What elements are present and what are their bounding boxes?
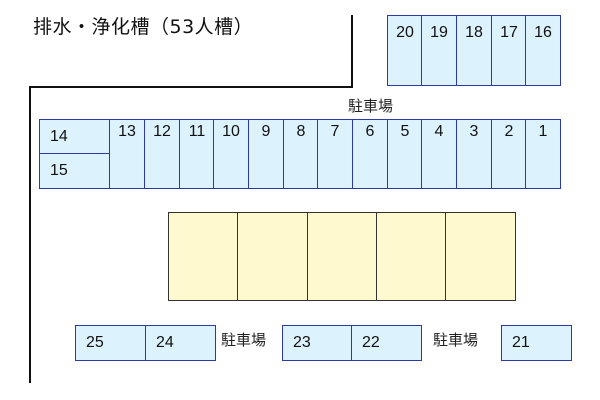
parking-space-22[interactable]: 22 xyxy=(351,325,422,361)
parking-space-13[interactable]: 13 xyxy=(109,119,145,189)
parking-space-11[interactable]: 11 xyxy=(179,119,215,189)
parking-space-3[interactable]: 3 xyxy=(456,119,492,189)
parking-space-16[interactable]: 16 xyxy=(525,15,561,86)
space-number: 10 xyxy=(222,123,240,140)
space-number: 20 xyxy=(396,24,414,41)
parking-space-6[interactable]: 6 xyxy=(352,119,388,189)
space-number: 9 xyxy=(261,123,271,140)
building-unit-4[interactable] xyxy=(376,212,447,301)
building-unit-5[interactable] xyxy=(445,212,516,301)
parking-space-7[interactable]: 7 xyxy=(317,119,353,189)
space-number: 13 xyxy=(118,123,136,140)
space-number: 24 xyxy=(156,334,174,351)
parking-space-2[interactable]: 2 xyxy=(491,119,527,189)
space-number: 17 xyxy=(500,24,518,41)
parking-space-10[interactable]: 10 xyxy=(213,119,249,189)
parking-space-8[interactable]: 8 xyxy=(283,119,319,189)
boundary-line-left-vertical xyxy=(29,86,31,383)
building-unit-3[interactable] xyxy=(307,212,378,301)
parking-space-25[interactable]: 25 xyxy=(75,325,147,361)
parking-space-18[interactable]: 18 xyxy=(456,15,492,86)
space-number: 3 xyxy=(469,123,479,140)
space-number: 25 xyxy=(86,334,104,351)
space-number: 12 xyxy=(153,123,171,140)
space-number: 21 xyxy=(512,334,530,351)
space-number: 23 xyxy=(293,334,311,351)
parking-label-bottom-right: 駐車場 xyxy=(433,331,479,349)
parking-space-17[interactable]: 17 xyxy=(491,15,527,86)
space-number: 16 xyxy=(534,24,552,41)
parking-label-bottom-left: 駐車場 xyxy=(221,331,267,349)
space-number: 18 xyxy=(465,24,483,41)
space-number: 8 xyxy=(296,123,306,140)
parking-label-top: 駐車場 xyxy=(348,97,394,115)
space-number: 1 xyxy=(538,123,548,140)
parking-space-4[interactable]: 4 xyxy=(421,119,457,189)
space-number: 2 xyxy=(504,123,514,140)
building-unit-1[interactable] xyxy=(168,212,239,301)
parking-space-14[interactable]: 14 xyxy=(39,119,111,155)
space-number: 11 xyxy=(188,123,206,140)
parking-space-12[interactable]: 12 xyxy=(144,119,180,189)
parking-space-15[interactable]: 15 xyxy=(39,153,111,189)
parking-space-9[interactable]: 9 xyxy=(248,119,284,189)
diagram-title: 排水・浄化槽（53人槽） xyxy=(33,16,254,38)
space-number: 19 xyxy=(430,24,448,41)
space-number: 5 xyxy=(400,123,410,140)
parking-space-5[interactable]: 5 xyxy=(387,119,423,189)
parking-space-1[interactable]: 1 xyxy=(525,119,561,189)
parking-space-21[interactable]: 21 xyxy=(501,325,572,361)
space-number: 4 xyxy=(434,123,444,140)
space-number: 7 xyxy=(330,123,340,140)
parking-space-24[interactable]: 24 xyxy=(145,325,216,361)
boundary-line-horizontal xyxy=(29,86,353,88)
parking-space-20[interactable]: 20 xyxy=(387,15,423,86)
boundary-line-right-vertical xyxy=(351,15,353,88)
space-number: 15 xyxy=(50,162,68,179)
space-number: 14 xyxy=(50,128,68,145)
building-unit-2[interactable] xyxy=(237,212,308,301)
space-number: 22 xyxy=(362,334,380,351)
space-number: 6 xyxy=(365,123,375,140)
parking-space-19[interactable]: 19 xyxy=(421,15,457,86)
parking-space-23[interactable]: 23 xyxy=(282,325,353,361)
